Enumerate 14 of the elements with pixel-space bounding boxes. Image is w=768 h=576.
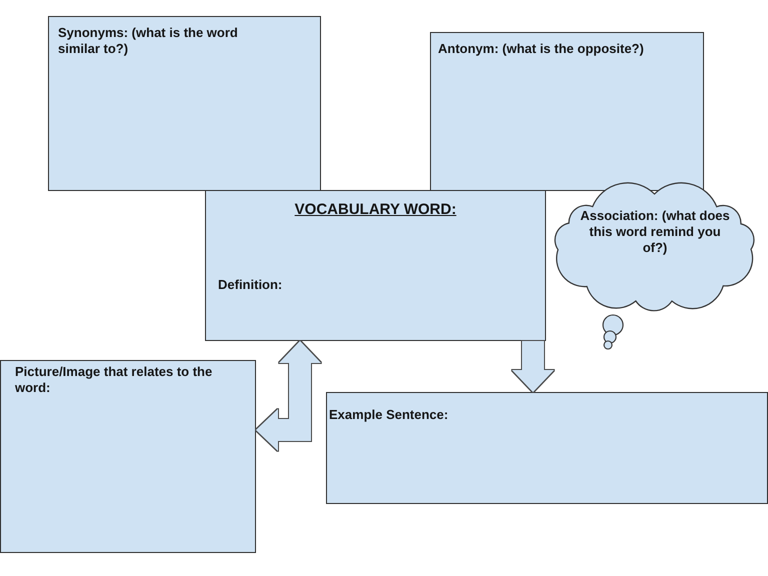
answer-box	[205, 190, 546, 341]
block-arrow	[512, 341, 554, 392]
field-label: Definition:	[218, 277, 282, 293]
answer-box	[430, 32, 704, 191]
answer-box	[0, 360, 256, 553]
answer-box	[326, 392, 768, 504]
prompt-text: Association: (what does this word remind you of?)	[580, 208, 730, 256]
block-arrow	[256, 341, 321, 451]
prompt-text: Example Sentence:	[329, 407, 448, 423]
answer-box	[48, 16, 321, 191]
prompt-text: Synonyms: (what is the word similar to?)	[58, 25, 239, 57]
prompt-text: Picture/Image that relates to the word:	[15, 364, 214, 396]
prompt-text: Antonym: (what is the opposite?)	[438, 41, 644, 57]
heading: VOCABULARY WORD:	[294, 201, 456, 219]
